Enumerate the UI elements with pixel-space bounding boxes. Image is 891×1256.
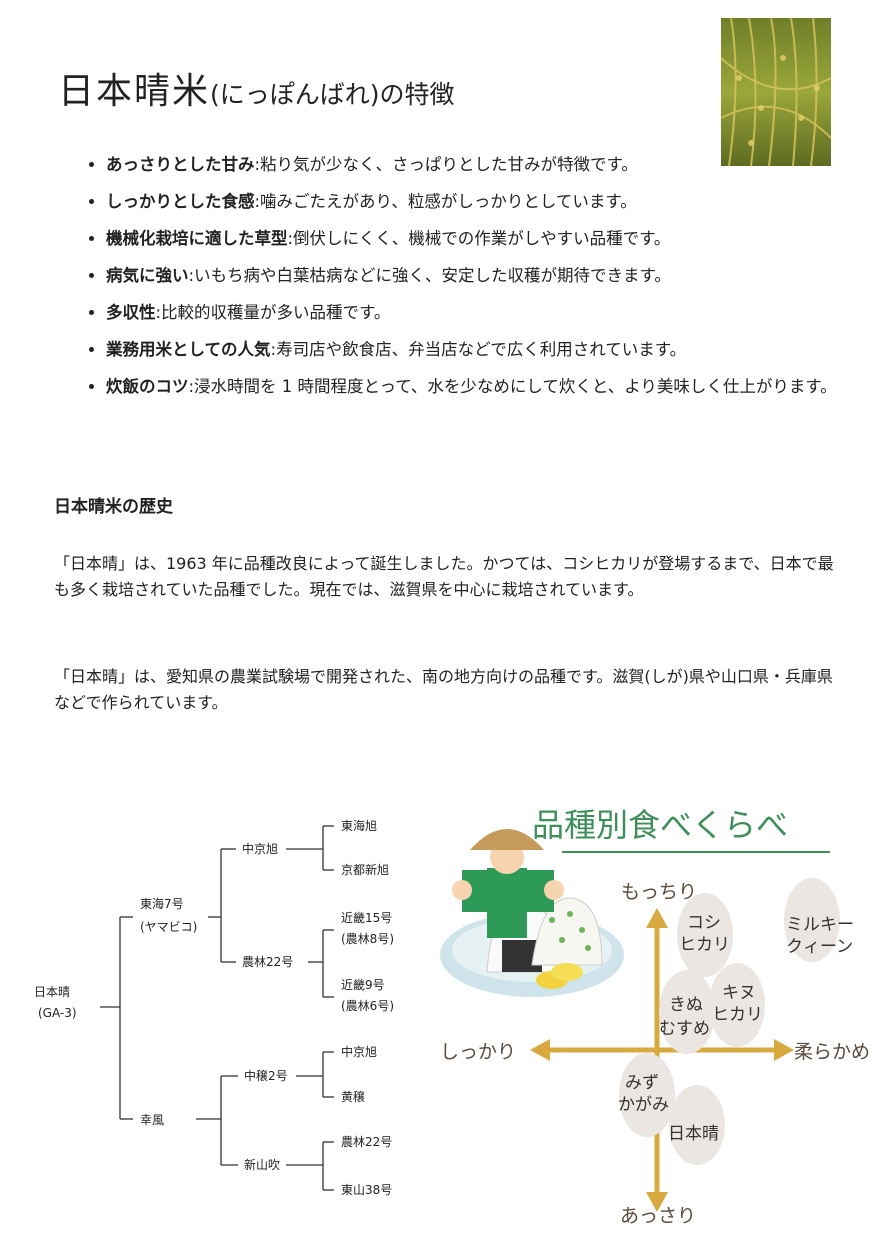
- svg-text:コシ: コシ: [687, 913, 721, 933]
- node-grand-1: 中京旭: [242, 841, 278, 856]
- svg-text:きぬ: きぬ: [669, 995, 703, 1015]
- taste-comparison-chart: 品種別食べくらべ もっちり あっさり しっかり 柔らかめ コシ ヒカリ: [440, 806, 870, 1227]
- node-leaf-3: 近畿15号: [341, 911, 392, 925]
- svg-text:むすめ: むすめ: [659, 1019, 710, 1039]
- svg-text:ヒカリ: ヒカリ: [679, 935, 730, 955]
- list-item: 病気に強い:いもち病や白葉枯病などに強く、安定した収穫が期待できます。: [106, 263, 876, 289]
- node-leaf-2: 京都新旭: [341, 862, 389, 877]
- node-root-code: (GA-3): [38, 1006, 77, 1020]
- node-parent-2: 幸風: [140, 1113, 164, 1127]
- history-paragraph-1: 「日本晴」は、1963 年に品種改良によって誕生しました。かつては、コシヒカリが…: [54, 554, 834, 599]
- list-item: 多収性:比較的収穫量が多い品種です。: [106, 300, 876, 326]
- node-root: 日本晴: [34, 985, 70, 999]
- variety-grain: コシ ヒカリ: [677, 893, 733, 977]
- page-title: 日本晴米(にっぽんばれ)の特徴: [58, 62, 455, 114]
- axis-label-bottom: あっさり: [620, 1205, 696, 1227]
- node-grand-2: 農林22号: [242, 955, 293, 969]
- svg-text:かがみ: かがみ: [618, 1095, 669, 1115]
- axis-label-right: 柔らかめ: [794, 1041, 870, 1063]
- taste-chart-title: 品種別食べくらべ: [532, 806, 788, 844]
- node-grand-4: 新山吹: [244, 1157, 280, 1172]
- svg-text:ヒカリ: ヒカリ: [712, 1005, 763, 1025]
- node-leaf-4: 近畿9号: [341, 978, 385, 992]
- svg-text:みず: みず: [625, 1073, 659, 1093]
- svg-text:クィーン: クィーン: [786, 937, 853, 957]
- node-parent-1: 東海7号: [140, 896, 184, 911]
- axis-label-top: もっちり: [621, 881, 697, 903]
- list-item: あっさりとした甘み:粘り気が少なく、さっぱりとした甘みが特徴です。: [106, 152, 876, 178]
- rice-field-photo: [721, 18, 831, 166]
- history-heading: 日本晴米の歴史: [54, 497, 173, 517]
- svg-text:ミルキー: ミルキー: [786, 915, 854, 935]
- variety-grain: みず かがみ: [618, 1053, 675, 1137]
- node-parent-1-alias: (ヤマビコ): [140, 920, 197, 934]
- axis-label-left: しっかり: [440, 1041, 516, 1063]
- svg-text:キヌ: キヌ: [722, 983, 756, 1003]
- title-sub: (にっぽんばれ)の特徴: [210, 80, 455, 109]
- node-leaf-4-alias: (農林6号): [341, 999, 394, 1013]
- list-item: 機械化栽培に適した草型:倒伏しにくく、機械での作業がしやすい品種です。: [106, 226, 876, 252]
- title-main: 日本晴米: [58, 71, 211, 112]
- node-leaf-1: 東海旭: [341, 818, 377, 833]
- node-leaf-8: 東山38号: [341, 1183, 392, 1197]
- list-item: 業務用米としての人気:寿司店や飲食店、弁当店などで広く利用されています。: [106, 337, 876, 363]
- node-grand-3: 中穣2号: [244, 1068, 288, 1083]
- variety-grain: ミルキー クィーン: [784, 878, 854, 962]
- node-leaf-6: 黄穣: [341, 1090, 365, 1104]
- list-item: しっかりとした食感:噛みごたえがあり、粒感がしっかりとしています。: [106, 189, 876, 215]
- variety-grain: きぬ むすめ: [659, 970, 715, 1054]
- variety-grain: 日本晴: [668, 1085, 725, 1165]
- rice-ball-illustration: [440, 829, 624, 997]
- variety-grain: キヌ ヒカリ: [709, 963, 765, 1047]
- feature-list: あっさりとした甘み:粘り気が少なく、さっぱりとした甘みが特徴です。 しっかりとし…: [78, 152, 876, 411]
- history-paragraph-2: 「日本晴」は、愛知県の農業試験場で開発された、南の地方向けの品種です。滋賀(しが…: [54, 667, 833, 712]
- list-item: 炊飯のコツ:浸水時間を 1 時間程度とって、水を少なめにして炊くと、より美味しく…: [106, 374, 876, 400]
- node-leaf-3-alias: (農林8号): [341, 932, 394, 946]
- node-leaf-7: 農林22号: [341, 1135, 392, 1149]
- node-leaf-5: 中京旭: [341, 1044, 377, 1059]
- pedigree-diagram: 日本晴 (GA-3) 東海7号 (ヤマビコ) 幸風 中京旭 農林22号 中穣2号…: [34, 818, 394, 1197]
- svg-text:日本晴: 日本晴: [668, 1124, 719, 1144]
